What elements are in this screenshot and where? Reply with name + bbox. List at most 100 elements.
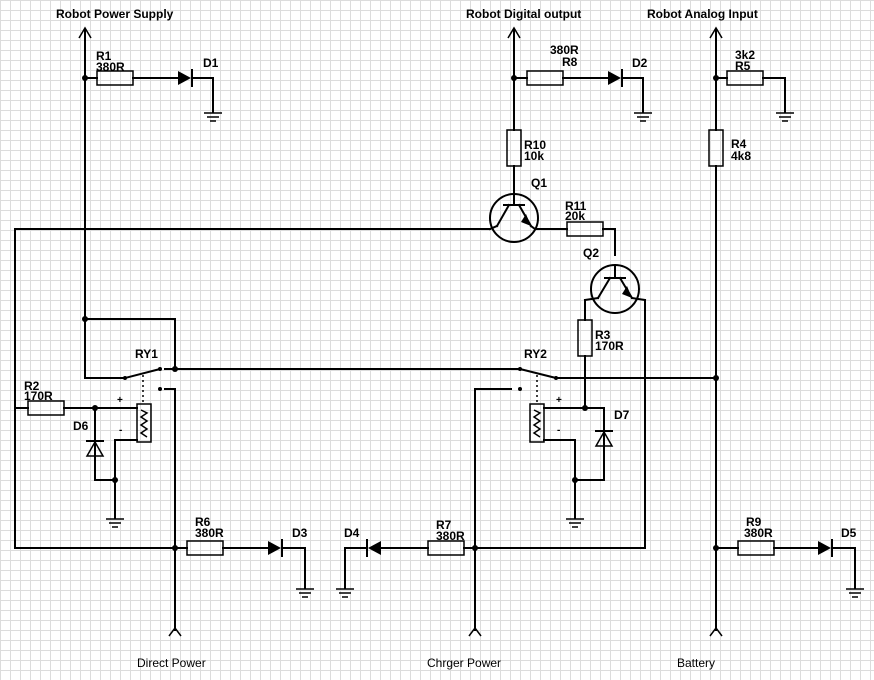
wire-charger-rail — [474, 388, 512, 631]
wire-d1-gnd — [191, 77, 214, 113]
diode-d6 — [85, 440, 105, 457]
label-direct-power: Direct Power — [137, 656, 206, 670]
plus-sign-ry1: + — [117, 395, 123, 406]
wire-coil2-gnd — [543, 439, 576, 519]
ref-d5: D5 — [841, 526, 857, 540]
ref-q1: Q1 — [531, 176, 547, 190]
ref-r9: R9 — [746, 515, 762, 529]
value-r5: 3k2 — [735, 48, 755, 62]
label-robot-digital-output: Robot Digital output — [466, 7, 581, 21]
ref-ry2: RY2 — [524, 347, 547, 361]
ground-icon — [776, 112, 794, 122]
ref-r6: R6 — [195, 515, 211, 529]
wire-power-supply-rail — [84, 29, 126, 379]
value-r8: 380R — [550, 43, 579, 57]
label-charger-power: Chrger Power — [427, 656, 501, 670]
transistor-q1 — [488, 193, 539, 243]
wire-r5-gnd — [762, 77, 786, 113]
ground-icon — [296, 588, 314, 598]
diode-d5 — [818, 539, 833, 557]
minus-sign-ry1: - — [119, 425, 122, 436]
arrow-up-icon — [709, 26, 723, 39]
wire-ry1-loop — [84, 318, 176, 370]
ref-r2: R2 — [24, 379, 40, 393]
wire-r7-bus — [463, 299, 646, 549]
value-r2: 170R — [24, 389, 53, 403]
value-r9: 380R — [744, 526, 773, 540]
ref-r7: R7 — [436, 518, 452, 532]
wire-d7 — [574, 407, 605, 481]
wire-d5-gnd — [831, 547, 856, 589]
ground-icon — [846, 588, 864, 598]
label-robot-analog-input: Robot Analog Input — [647, 7, 758, 21]
value-r7: 380R — [436, 529, 465, 543]
wire-ry1-nc — [164, 388, 176, 631]
ground-icon — [106, 518, 124, 528]
value-r3: 170R — [595, 339, 624, 353]
ground-icon — [204, 112, 222, 122]
ref-r11: R11 — [565, 199, 587, 213]
ref-q2: Q2 — [583, 246, 599, 260]
relay-ry1 — [123, 367, 162, 443]
ref-r1: R1 — [96, 49, 112, 63]
diode-d2 — [608, 69, 623, 87]
wire-d2-gnd — [621, 77, 644, 113]
label-battery: Battery — [677, 656, 715, 670]
ref-d3: D3 — [292, 526, 308, 540]
resistor-r1 — [96, 70, 134, 86]
ref-r5: R5 — [735, 59, 751, 73]
transistor-q2 — [583, 264, 647, 314]
ref-d4: D4 — [344, 526, 360, 540]
resistor-r6 — [186, 540, 224, 556]
resistor-r3 — [577, 319, 593, 357]
label-robot-power-supply: Robot Power Supply — [56, 7, 174, 21]
arrow-down-icon — [709, 626, 723, 637]
wire-d3-gnd — [281, 547, 306, 589]
plus-sign-ry2: + — [556, 395, 562, 406]
resistor-r11 — [566, 221, 604, 237]
ground-icon — [336, 588, 354, 598]
ref-r3: R3 — [595, 328, 611, 342]
arrow-down-icon — [168, 626, 182, 637]
resistor-r9 — [737, 540, 775, 556]
ref-d6: D6 — [73, 419, 89, 433]
wire-q1-base-bus — [14, 228, 491, 549]
diode-d3 — [268, 539, 283, 557]
diode-d1 — [178, 69, 193, 87]
resistor-r4 — [708, 129, 724, 167]
ref-d7: D7 — [614, 408, 630, 422]
wire-r3-coil — [543, 355, 586, 409]
minus-sign-ry2: - — [557, 425, 560, 436]
ground-icon — [634, 112, 652, 122]
ref-d2: D2 — [632, 56, 648, 70]
ref-r4: R4 — [731, 137, 747, 151]
junction-dots — [82, 75, 719, 551]
ref-ry1: RY1 — [135, 347, 158, 361]
wire-coil1-gnd — [114, 439, 138, 519]
relay-ry2 — [518, 367, 558, 443]
ground-icon — [566, 518, 584, 528]
wire-d6 — [94, 407, 116, 481]
resistor-r2 — [27, 400, 65, 416]
resistor-r8 — [526, 70, 564, 86]
value-r11: 20k — [565, 209, 585, 223]
arrow-up-icon — [507, 26, 521, 39]
resistor-r10 — [506, 129, 522, 167]
ref-r8: R8 — [562, 55, 578, 69]
arrow-up-icon — [78, 26, 92, 39]
arrow-down-icon — [468, 626, 482, 637]
value-r1: 380R — [96, 60, 125, 74]
resistor-r5 — [726, 70, 764, 86]
ref-r10: R10 — [524, 138, 546, 152]
wire-r11-q2 — [602, 228, 616, 256]
resistor-r7 — [427, 540, 465, 556]
diode-d7 — [594, 430, 614, 447]
wire-d4-gnd — [344, 547, 368, 589]
value-r10: 10k — [524, 149, 544, 163]
value-r4: 4k8 — [731, 149, 751, 163]
diode-d4 — [366, 539, 381, 557]
value-r6: 380R — [195, 526, 224, 540]
ref-d1: D1 — [203, 56, 219, 70]
